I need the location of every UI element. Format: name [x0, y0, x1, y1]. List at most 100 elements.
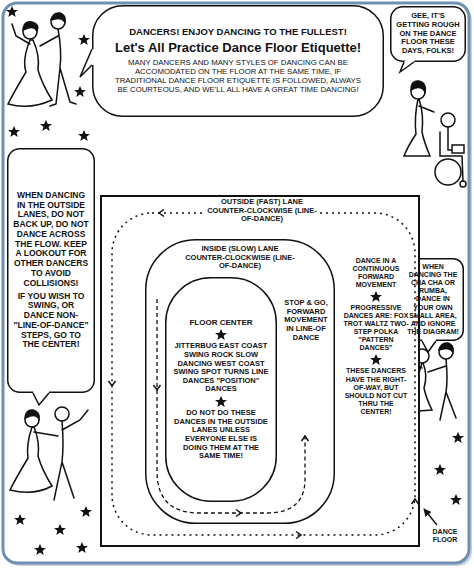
dance-floor: FLOOR CENTER JITTERBUG EAST COAST SWING R… [100, 195, 420, 547]
bubble-tail [80, 49, 92, 77]
flow-arrowhead [412, 499, 419, 504]
note-text: DO NOT DO THESE DANCES IN THE OUTSIDE LA… [172, 409, 270, 461]
dancing-couple [428, 359, 456, 420]
stars [14, 514, 26, 525]
bubble-tail [33, 390, 49, 405]
bubble-tail [422, 341, 436, 352]
dancing-couple [8, 40, 52, 106]
inside-lane-outline [146, 240, 335, 524]
dancing-couple [34, 432, 58, 436]
text-column: OUTSIDE (FAST) LANE COUNTER-CLOCKWISE (L… [205, 198, 319, 224]
woman-and-injured-dancer [404, 81, 466, 187]
outside-lane-path [112, 213, 415, 535]
note-text: WHEN DANCING IN THE OUTSIDE LANES, DO NO… [12, 191, 90, 289]
floor-label: DANCE FLOOR [422, 528, 468, 544]
text-column: DANCERS! ENJOY DANCING TO THE FULLEST! Le… [110, 27, 366, 95]
stars [76, 542, 88, 553]
stars [452, 432, 464, 443]
poster-frame [3, 3, 469, 563]
woman-and-injured-dancer [440, 132, 463, 181]
star [215, 396, 227, 408]
stars [450, 494, 462, 505]
poster-title: Let's All Practice Dance Floor Etiquette… [115, 41, 361, 56]
flow-arrowhead [109, 381, 116, 386]
note-text: OUTSIDE (FAST) LANE COUNTER-CLOCKWISE (L… [207, 198, 317, 224]
bubble-tail [400, 62, 414, 72]
note-text: IF YOU WISH TO SWING, OR DANCE NON-"LINE… [12, 292, 90, 351]
flow-arrowhead [302, 436, 309, 441]
note-text: PROGRESSIVE DANCES ARE: FOX TROT WALTZ T… [342, 304, 410, 352]
floor-center: FLOOR CENTER JITTERBUG EAST COAST SWING R… [165, 277, 277, 502]
dancing-couple [12, 24, 30, 44]
leader-line [424, 509, 437, 525]
stars [78, 130, 90, 141]
bubble-tail [400, 59, 415, 72]
flow-arrowhead [159, 210, 164, 217]
note-text: DANCE IN A CONTINUOUS FORWARD MOVEMENT [342, 257, 410, 289]
flow-arrowhead [236, 510, 241, 517]
title-bubble: DANCERS! ENJOY DANCING TO THE FULLEST! Le… [92, 5, 384, 117]
bubble-outline [391, 7, 466, 62]
dancing-couple [51, 13, 65, 22]
stars [80, 506, 92, 517]
note-text: GEE, IT'S GETTING ROUGH ON THE DANCE FLO… [395, 12, 461, 55]
bubble-outline [8, 149, 95, 393]
woman-and-injured-dancer [441, 113, 455, 127]
note-text: FLOOR CENTER [189, 318, 252, 327]
star [215, 329, 227, 341]
dancing-couple [23, 22, 38, 31]
dancing-couple [40, 29, 76, 106]
star [370, 354, 382, 366]
poster-frame [3, 3, 472, 566]
center-outline [166, 278, 277, 502]
stars [8, 126, 20, 137]
note-text: THESE DANCERS HAVE THE RIGHT-OF-WAY, BUT… [342, 367, 410, 415]
text-column: GEE, IT'S GETTING ROUGH ON THE DANCE FLO… [395, 12, 461, 55]
note-text: MANY DANCERS AND MANY STYLES OF DANCING … [110, 59, 366, 95]
bubble-outline [93, 6, 384, 117]
note-text: DANCERS! ENJOY DANCING TO THE FULLEST! [129, 27, 347, 38]
note-text: STOP & GO, FORWARD MOVEMENT IN LINE-OF D… [283, 299, 329, 342]
star [370, 291, 382, 302]
dancing-couple [55, 407, 69, 421]
note-text: INSIDE (SLOW) LANE COUNTER-CLOCKWISE (LI… [185, 245, 295, 271]
woman-and-injured-dancer [435, 159, 461, 185]
text-column: STOP & GO, FORWARD MOVEMENT IN LINE-OF D… [283, 299, 329, 342]
woman-and-injured-dancer [460, 181, 466, 187]
woman-and-injured-dancer [452, 145, 464, 153]
dancing-couple [8, 13, 76, 106]
bubble-tail [33, 393, 49, 405]
inside-lane: FLOOR CENTER JITTERBUG EAST COAST SWING R… [145, 239, 335, 524]
stars [78, 34, 90, 45]
stars [40, 120, 52, 131]
stars [34, 544, 46, 555]
flow-arrowhead [296, 532, 301, 539]
woman-and-injured-dancer [411, 81, 425, 92]
star [370, 354, 382, 365]
dancing-couple [439, 343, 453, 352]
text-column: WHEN DANCING IN THE OUTSIDE LANES, DO NO… [12, 191, 90, 350]
dancing-couple [10, 407, 88, 500]
dancing-couple [10, 427, 52, 492]
speech-bubble: WHEN DANCING THE CHA CHA OR RUMBA, DANCE… [402, 258, 464, 341]
text-column: INSIDE (SLOW) LANE COUNTER-CLOCKWISE (LI… [185, 245, 295, 271]
star [215, 329, 227, 340]
flow-arrowhead [154, 385, 161, 390]
woman-and-injured-dancer [404, 99, 430, 156]
stars [434, 464, 446, 475]
woman-and-injured-dancer [419, 106, 434, 112]
stars [6, 6, 464, 555]
dancing-couple [25, 410, 39, 419]
speech-bubble: GEE, IT'S GETTING ROUGH ON THE DANCE FLO… [390, 6, 466, 62]
floor-outline [101, 196, 419, 546]
star [370, 291, 382, 303]
stars [74, 86, 86, 97]
bubble-tail [422, 338, 436, 352]
text-column: FLOOR CENTER JITTERBUG EAST COAST SWING R… [172, 318, 270, 461]
note-text: JITTERBUG EAST COAST SWING ROCK SLOW DAN… [172, 342, 270, 394]
text-column: WHEN DANCING THE CHA CHA OR RUMBA, DANCE… [406, 263, 460, 335]
text-column: DANCE IN A CONTINUOUS FORWARD MOVEMENT PR… [342, 257, 410, 416]
note-text: WHEN DANCING THE CHA CHA OR RUMBA, DANCE… [406, 263, 460, 335]
star [215, 396, 227, 407]
stars [6, 6, 18, 17]
